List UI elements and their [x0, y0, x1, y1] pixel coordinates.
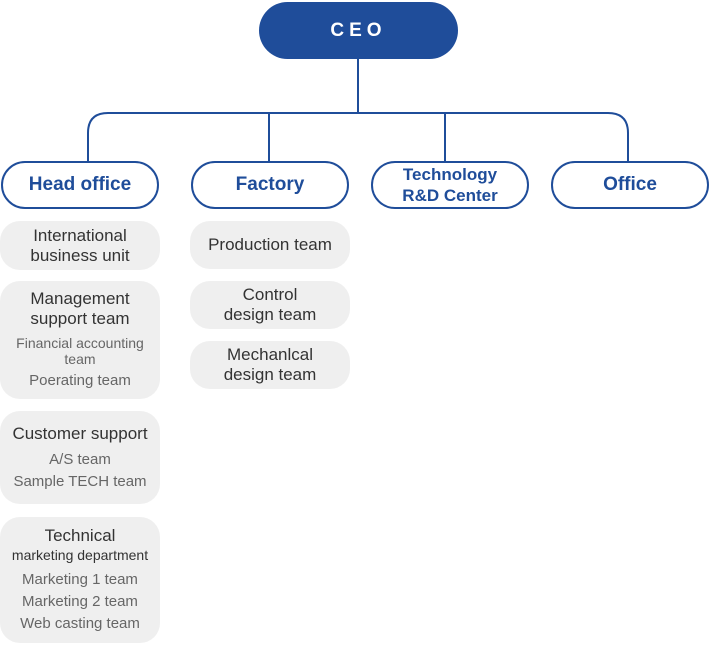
sample-tech-team: Sample TECH team: [13, 472, 147, 490]
dept-factory-label: Factory: [235, 174, 305, 195]
technical-marketing-title-line1: Technical: [44, 526, 116, 545]
dept-head-office: Head office: [1, 161, 159, 209]
production-team-box: Production team: [190, 221, 350, 269]
management-support-box: Management support team Financial accoun…: [0, 281, 160, 399]
control-design-team-box: Control design team: [190, 281, 350, 329]
dept-factory: Factory: [191, 161, 349, 209]
dept-office-label: Office: [603, 174, 657, 195]
management-support-title: Management support team: [30, 289, 130, 328]
financial-accounting-team: Financial accounting team: [16, 335, 144, 367]
web-casting-team: Web casting team: [20, 615, 140, 632]
dept-office: Office: [551, 161, 709, 209]
international-business-box: International business unit: [0, 221, 160, 270]
mechanical-design-team: Mechanlcal design team: [223, 345, 317, 384]
technical-marketing-box: Technical marketing department Marketing…: [0, 517, 160, 643]
technical-marketing-title-line2: marketing department: [11, 547, 149, 563]
ceo-label: CEO: [330, 19, 387, 41]
branch-bar: [87, 112, 629, 161]
marketing-2-team: Marketing 2 team: [22, 593, 138, 610]
customer-support-title: Customer support: [12, 423, 148, 443]
international-business-title: International business unit: [30, 225, 130, 265]
marketing-1-team: Marketing 1 team: [22, 571, 138, 588]
production-team: Production team: [208, 235, 332, 254]
control-design-team: Control design team: [223, 285, 317, 324]
dept-head-office-label: Head office: [28, 174, 132, 195]
dept-rd-center: Technology R&D Center: [371, 161, 529, 209]
ceo-node: CEO: [259, 2, 458, 59]
poerating-team: Poerating team: [29, 372, 131, 389]
as-team: A/S team: [49, 450, 111, 468]
dept-rd-center-label: Technology R&D Center: [402, 165, 498, 205]
mechanical-design-team-box: Mechanlcal design team: [190, 341, 350, 389]
customer-support-box: Customer support A/S team Sample TECH te…: [0, 411, 160, 504]
